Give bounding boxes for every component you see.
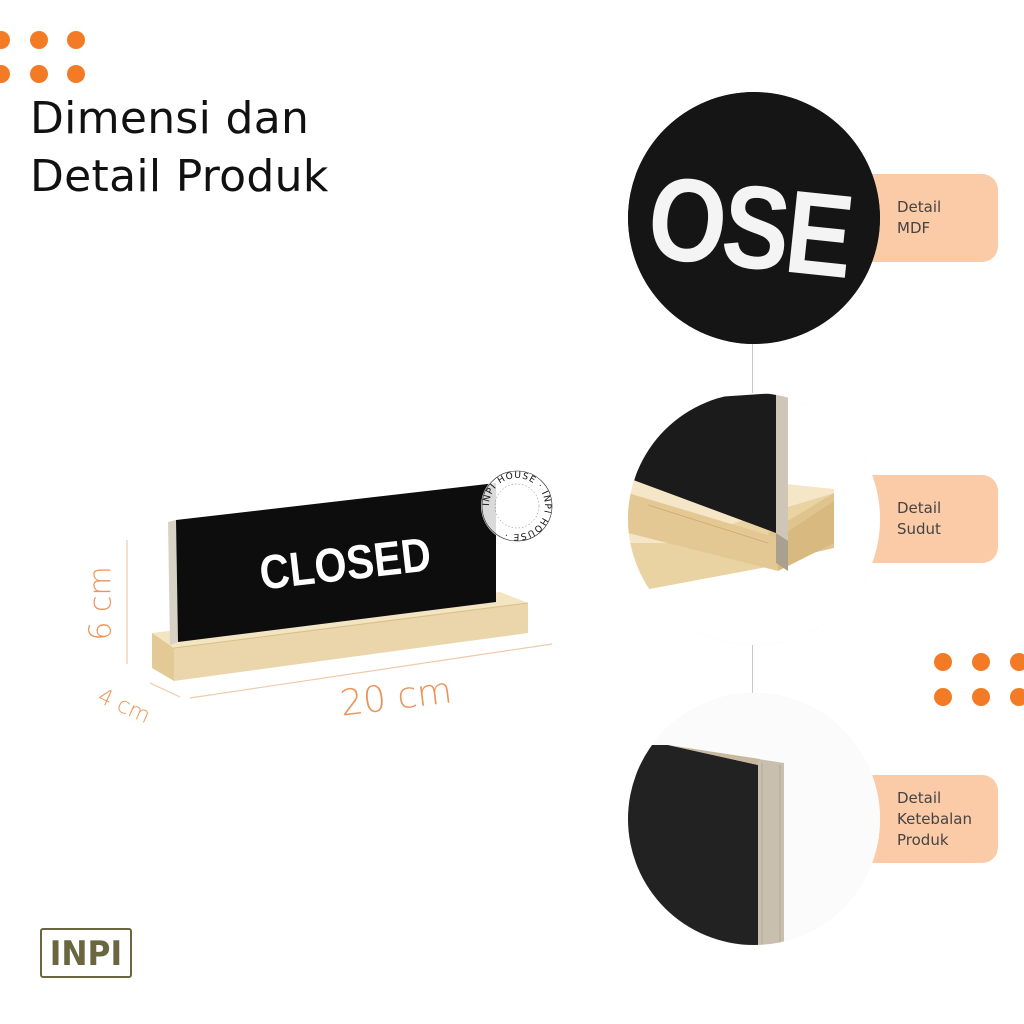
connector-line-1 [752, 344, 753, 394]
page-title-line-1: Dimensi dan [30, 93, 310, 144]
page-title-line-2: Detail Produk [30, 151, 329, 202]
detail-tag-corner: Detail Sudut [870, 475, 998, 563]
detail-tag-thickness: Detail Ketebalan Produk [870, 775, 998, 863]
connector-line-2 [752, 644, 753, 694]
height-dimension-label: 6 cm [83, 566, 119, 641]
detail-circle-thickness [628, 693, 880, 945]
product-illustration: CLOSED INPI HOUSE · INPI HOUSE · [126, 470, 553, 699]
width-guide-line [189, 643, 553, 699]
watermark-seal: INPI HOUSE · INPI HOUSE · [481, 470, 553, 542]
zoom-sign-text: OSE [642, 152, 856, 304]
detail-circle-corner [628, 393, 880, 645]
brand-logo-text: INPI [50, 934, 122, 973]
sign-panel: CLOSED [168, 483, 496, 645]
detail-circle-mdf: OSE [628, 92, 880, 344]
detail-tag-mdf: Detail MDF [870, 174, 998, 262]
page-title: Dimensi dan Detail Produk [30, 90, 329, 206]
brand-logo: INPI [40, 928, 132, 978]
depth-guide-line [149, 682, 181, 698]
